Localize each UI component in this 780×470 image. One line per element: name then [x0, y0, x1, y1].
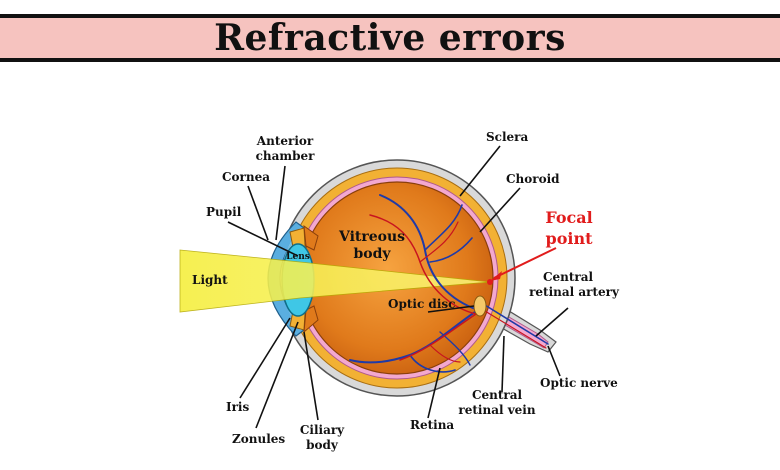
label-central-retinal-artery-line2: retinal artery	[529, 285, 620, 299]
label-zonules: Zonules	[232, 432, 285, 446]
leader-zonules	[255, 321, 299, 429]
label-retina: Retina	[410, 418, 454, 432]
optic-disc	[473, 295, 487, 317]
label-central-retinal-vein-line2: retinal vein	[458, 403, 535, 417]
label-optic-nerve: Optic nerve	[540, 376, 618, 390]
label-iris: Iris	[226, 400, 249, 414]
ciliary-body-lower	[303, 305, 319, 334]
light-beam	[179, 249, 491, 313]
label-cornea: Cornea	[222, 170, 270, 184]
label-focal-point-line1: Focal	[545, 208, 592, 227]
label-ciliary-body-line1: Ciliary	[300, 423, 345, 437]
leader-optic-disc	[427, 305, 475, 313]
label-ciliary-body-line2: body	[306, 438, 339, 452]
label-central-retinal-artery-line1: Central	[543, 270, 594, 284]
label-vitreous-body-line1: Vitreous	[338, 229, 405, 245]
label-pupil: Pupil	[206, 205, 242, 219]
leader-anterior-chamber	[275, 165, 286, 241]
label-light: Light	[192, 273, 228, 287]
label-sclera: Sclera	[486, 130, 528, 144]
label-central-retinal-vein-line1: Central	[472, 388, 523, 402]
focal-point-arrowhead	[490, 271, 502, 281]
leader-pupil	[227, 221, 299, 257]
leader-central-retinal-artery	[535, 307, 569, 337]
leader-ciliary-body	[303, 331, 319, 421]
label-anterior-chamber-line2: chamber	[256, 149, 316, 163]
label-vitreous-body-line2: body	[353, 246, 391, 262]
leader-optic-nerve	[547, 345, 561, 377]
leader-sclera	[459, 145, 501, 197]
leader-iris	[239, 317, 291, 399]
label-lens: Lens	[286, 252, 310, 262]
retinal-vessels	[349, 194, 549, 373]
leader-central-retinal-vein	[501, 335, 505, 393]
leader-choroid	[479, 187, 521, 233]
leader-retina	[427, 367, 441, 419]
label-choroid: Choroid	[506, 172, 560, 186]
label-anterior-chamber-line1: Anterior	[256, 134, 314, 148]
ciliary-body	[303, 224, 319, 251]
label-focal-point-line2: point	[546, 229, 594, 248]
title-banner: Refractive errors	[0, 14, 780, 62]
leader-cornea	[247, 185, 269, 241]
label-optic-disc: Optic disc	[388, 297, 455, 311]
page-title: Refractive errors	[214, 17, 566, 59]
leader-focal-point	[493, 247, 557, 279]
